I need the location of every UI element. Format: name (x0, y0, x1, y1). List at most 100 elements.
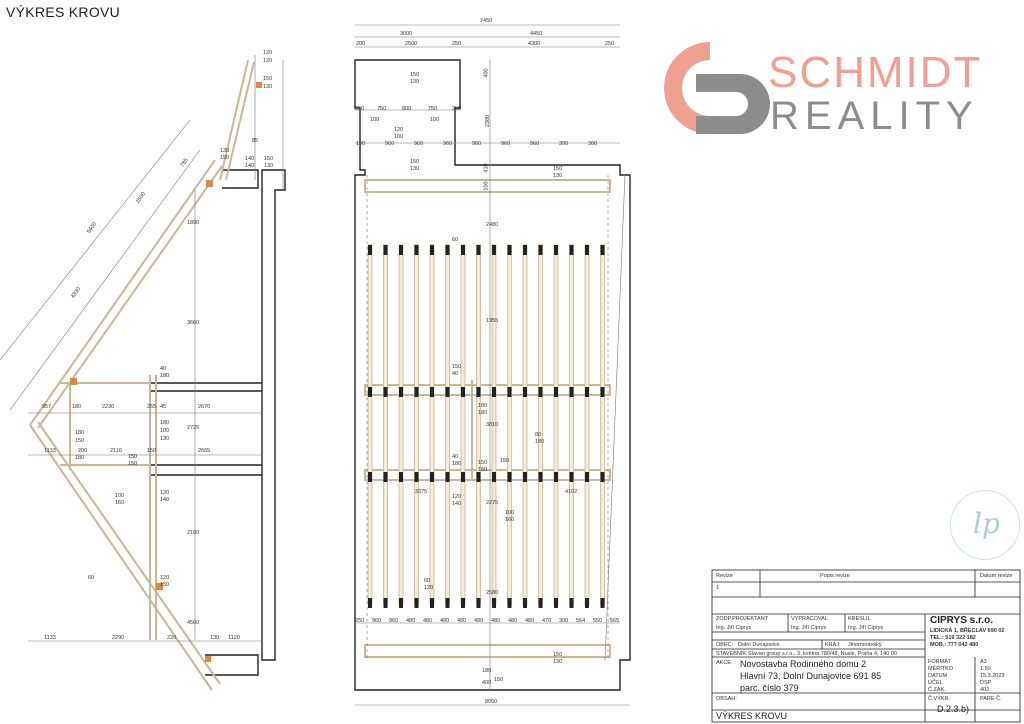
rafter (460, 244, 466, 606)
section-member-label: 120 (160, 490, 170, 496)
company-mob: MOB.: 777 042 480 (930, 642, 979, 648)
akce-line-2: Hlavní 73, Dolní Dunajovice 691 85 (740, 671, 882, 681)
plan-member-label: 180 (452, 461, 462, 467)
plan-dim-row-960: 960 (501, 141, 511, 147)
plan-dim-row-750: 750 (428, 106, 438, 112)
plan-member-label: 150 (478, 460, 488, 466)
rafter-bracket (368, 598, 372, 608)
rafter-bracket (383, 472, 388, 482)
section-dim-vertical: 2725 (187, 425, 200, 431)
rafter-bracket (414, 598, 419, 608)
ciszak-label: Č.ZAK. (928, 687, 946, 693)
section-member-label: 150 (220, 155, 230, 161)
section-dim-vertical: 140 (245, 163, 255, 169)
rafter-bracket (600, 472, 605, 482)
akce-line-1: Novostavba Rodinného domu 2 (740, 659, 867, 669)
vypr-label: VYPRACOVAL (791, 616, 828, 622)
plan-dim-row-960: 300 (588, 141, 598, 147)
plan-member-label: 180 (478, 403, 488, 409)
rev-col-datum: Datum revize (980, 573, 1013, 579)
ucel-value: DSP (980, 680, 992, 686)
cvykr-label: Č.VÝKR. (928, 696, 951, 702)
section-dim-horizontal: 2290 (112, 635, 125, 641)
cvykr-value: D.2.3.b) (937, 704, 970, 714)
section-member-label: 180 (160, 420, 170, 426)
format-value: A3 (980, 659, 987, 665)
rafter-bracket (476, 598, 481, 608)
plan-dim-bottom-row: 480 (457, 618, 467, 624)
plan-outline (354, 59, 631, 691)
section-dim-horizontal: 130 (210, 635, 220, 641)
rafter-bracket (538, 598, 543, 608)
section-member-label: 180 (160, 373, 170, 379)
obsah-value: VÝKRES KROVU (716, 711, 788, 721)
plan-dim-row-960: 300 (559, 141, 569, 147)
obec-label: OBEC: (716, 642, 734, 648)
stavebnik-value: Slavan group s.r.o., 3. května 780/48, N… (748, 651, 897, 657)
rafter (600, 244, 605, 606)
plan-dim-row-960: 190 (356, 141, 366, 147)
section-member-label: 130 (220, 148, 230, 154)
plan-dim-bottom-row: 960 (372, 618, 382, 624)
rafter-bracket (430, 387, 434, 397)
rafter-bracket (523, 387, 527, 397)
section-dim-vertical: 4560 (187, 620, 200, 626)
rafter-bracket (383, 387, 388, 397)
rafter-bracket (538, 472, 543, 482)
plan-member-label: 150 (410, 72, 420, 78)
rafter-bracket (430, 598, 434, 608)
section-dim-horizontal: 255 (147, 404, 157, 410)
section-dim-horizontal: 2110 (110, 448, 122, 454)
logo-text-top: SCHMIDT (768, 48, 983, 97)
akce-line-3: parc. číslo 379 (740, 683, 799, 693)
plan-member-label: 2480 (486, 222, 499, 228)
section-member-label: 150 (160, 582, 170, 588)
plan-member-label: 1955 (486, 318, 499, 324)
plan-dim-bottom-row: 300 (559, 618, 569, 624)
section-dim-horizontal: 1133 (44, 635, 56, 641)
plan-dim-row-960: 960 (443, 141, 453, 147)
plan-member-label: 150 (410, 159, 420, 165)
datum-value: 15.3.2023 (980, 673, 1005, 679)
plan-dim-bottom-row: 480 (491, 618, 501, 624)
obsah-label: OBSAH: (716, 696, 737, 702)
plan-member-label: 40 (452, 371, 459, 377)
rafter (429, 244, 435, 606)
plan-dim-bottom-row: 480 (508, 618, 518, 624)
section-dim-horizontal: 1133 (44, 448, 56, 454)
company-logo: SCHMIDT REALITY (650, 30, 980, 150)
rafter-bracket (399, 245, 403, 255)
plan-member-label: 4102 (565, 489, 578, 495)
rafter-bracket (585, 598, 589, 608)
rafter-bracket (600, 245, 605, 255)
section-dim-vertical: 85 (252, 138, 259, 144)
section-member-label: 130 (160, 436, 170, 442)
company-stamp: lp (950, 490, 1020, 560)
rafter-bracket (476, 245, 481, 255)
company-name: CIPRYS s.r.o. (930, 615, 993, 626)
rafter-bracket (399, 598, 403, 608)
section-member-label: 140 (160, 497, 170, 503)
rafter (398, 244, 404, 606)
akce-label: AKCE: (716, 660, 733, 666)
section-dim-horizontal: 957 (42, 404, 52, 410)
rafter-bracket (538, 245, 543, 255)
rafter (538, 244, 543, 606)
rafter-bracket (507, 598, 512, 608)
section-member-label: 40 (160, 366, 167, 372)
kraj-value: Jihomoravský (848, 642, 882, 648)
rafter-bracket (554, 472, 558, 482)
plan-member-label: 140 (452, 501, 462, 507)
plan-dim-total-top: 7450 (480, 18, 493, 24)
rafter-bracket (461, 472, 465, 482)
meritko-label: MĚŘÍTKO (928, 666, 954, 672)
section-dim-vertical: 120 (263, 50, 273, 56)
logo-symbol-icon (664, 42, 770, 134)
section-member-label: 60 (88, 575, 95, 581)
plan-dim-top-row2: 250 (605, 41, 615, 47)
rafter (367, 244, 373, 606)
plan-dim-top-row1: 3000 (400, 31, 413, 37)
kresl-label: KRESLIL (848, 616, 871, 622)
kraj-label: KRAJ: (825, 642, 841, 648)
rafter-bracket (430, 245, 434, 255)
